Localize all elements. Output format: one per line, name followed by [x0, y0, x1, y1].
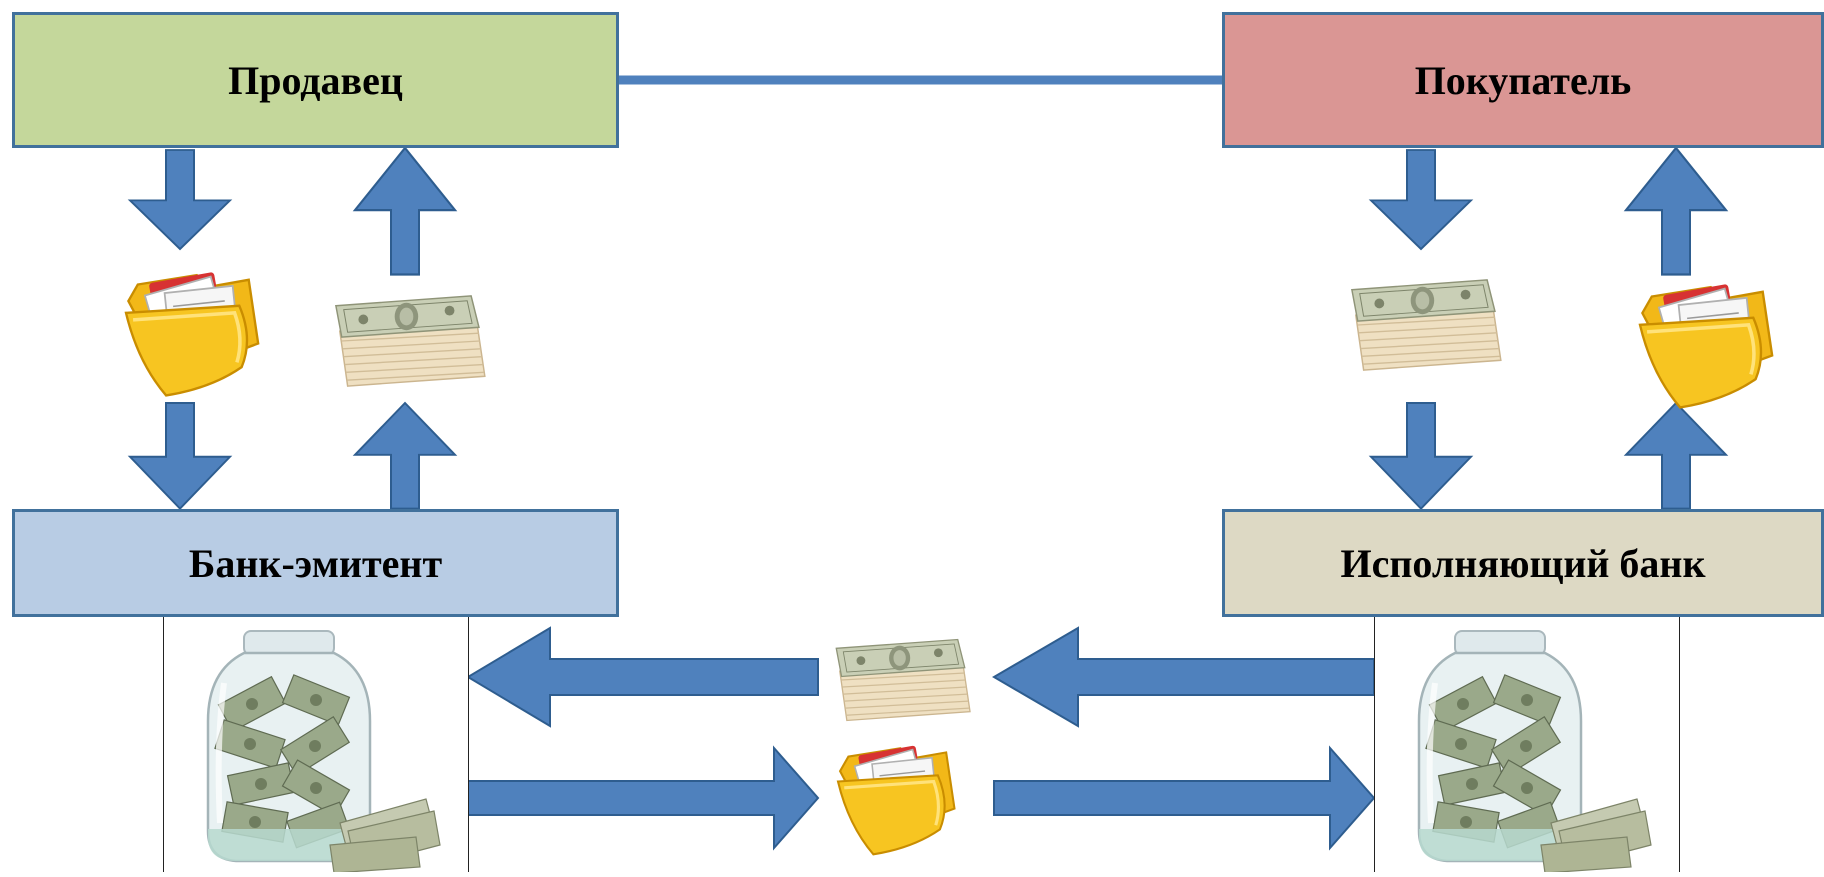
- issuing-bank-label: Банк-эмитент: [188, 540, 443, 586]
- money-stack-icon: [835, 638, 971, 722]
- executing-bank-box: Исполняющий банк: [1222, 509, 1824, 617]
- buyer-down-arrow-bottom: [1370, 402, 1472, 510]
- seller-down-arrow-top: [129, 149, 231, 250]
- executing-bank-jar-frame: [1374, 617, 1680, 872]
- docs-to-exec-arrow: [993, 745, 1376, 851]
- buyer-label: Покупатель: [1414, 57, 1632, 103]
- seller-down-arrow-bottom: [129, 402, 231, 510]
- money-stack-icon: [335, 295, 486, 387]
- buyer-down-arrow-top: [1370, 149, 1472, 250]
- buyer-up-arrow-bottom: [1625, 402, 1727, 510]
- money-stack-icon: [1351, 279, 1502, 371]
- executing-bank-label: Исполняющий банк: [1340, 540, 1706, 586]
- issuing-bank-box: Банк-эмитент: [12, 509, 619, 617]
- documents-folder-icon: [124, 270, 260, 398]
- documents-folder-icon: [836, 743, 957, 856]
- buyer-up-arrow-top: [1624, 146, 1728, 276]
- documents-folder-icon: [1638, 282, 1774, 410]
- buyer-box: Покупатель: [1222, 12, 1824, 148]
- seller-label: Продавец: [228, 57, 403, 103]
- seller-up-arrow-top: [353, 146, 457, 276]
- issuing-bank-jar-frame: [163, 617, 469, 872]
- money-from-exec-arrow: [992, 626, 1375, 728]
- seller-up-arrow-bottom: [354, 402, 456, 510]
- seller-box: Продавец: [12, 12, 619, 148]
- docs-to-middle-arrow: [467, 745, 820, 851]
- money-jar-icon: [164, 617, 467, 872]
- money-jar-icon: [1375, 617, 1678, 872]
- money-to-issuer-arrow: [466, 626, 819, 728]
